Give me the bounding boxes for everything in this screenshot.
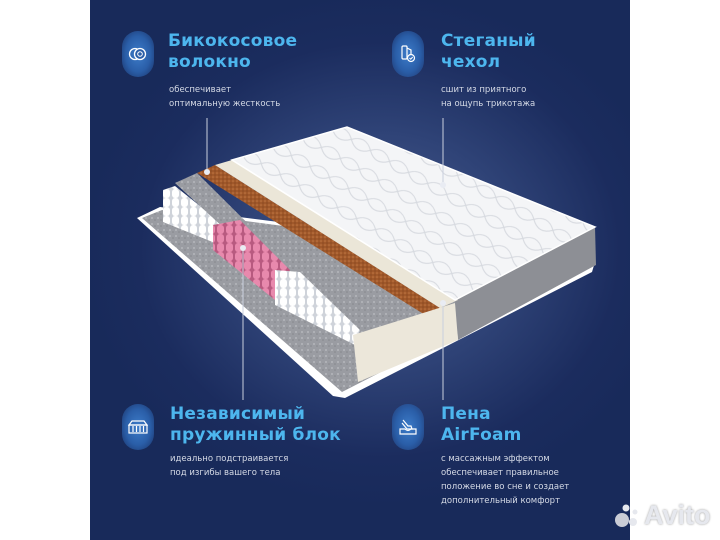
marker-dot: [440, 300, 446, 306]
hand-press-foam-icon: [399, 419, 417, 435]
feature-icon-badge: [122, 404, 154, 450]
coconut-fiber-icon: [128, 47, 147, 61]
quilted-top: [230, 126, 597, 301]
foam-block: [353, 303, 458, 382]
quilted-cover-icon: [401, 45, 416, 63]
marker-dot: [240, 245, 246, 251]
feature-icon-badge: [122, 31, 154, 77]
springs-pink: [213, 220, 290, 300]
feature-icon-badge: [392, 31, 424, 77]
latex-layer: [215, 160, 458, 308]
springs-white-front: [275, 270, 360, 345]
avito-watermark-text: Avito: [644, 500, 711, 530]
spring-block-icon: [127, 420, 149, 434]
avito-watermark: Avito: [614, 500, 711, 531]
coconut-layer: [197, 165, 440, 318]
marker-dot: [204, 169, 210, 175]
marker-dot: [440, 182, 446, 188]
side-fabric: [455, 227, 596, 340]
feature-icon-badge: [392, 404, 424, 450]
avito-logo-icon: [615, 504, 638, 527]
